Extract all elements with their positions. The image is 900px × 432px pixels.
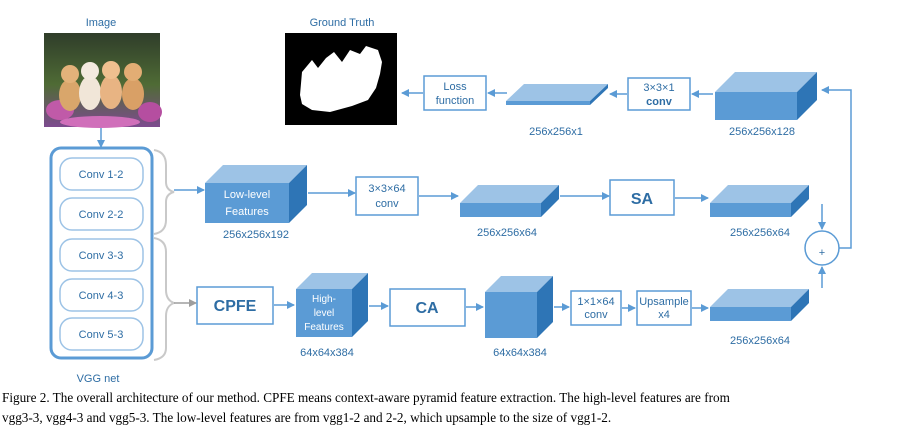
sa-module-box: SA	[609, 179, 675, 216]
vgg-layer-conv-1-2: Conv 1-2	[59, 157, 144, 191]
svg-text:+: +	[819, 247, 825, 259]
svg-text:High-: High-	[312, 294, 336, 305]
dim-high-level: 64x64x384	[300, 347, 354, 359]
svg-text:conv: conv	[375, 198, 399, 210]
dim-ca-output: 64x64x384	[493, 347, 547, 359]
vgg-layer-conv-3-3: Conv 3-3	[59, 238, 144, 272]
ground-truth-mask	[285, 33, 397, 125]
figure-caption: Figure 2. The overall architecture of ou…	[2, 388, 898, 428]
svg-text:Conv 3-3: Conv 3-3	[79, 250, 124, 262]
sa-output-feature-slab	[710, 185, 809, 217]
dim-low-level: 256x256x192	[223, 229, 289, 241]
conv-3x3x64-box: 3×3×64 conv	[355, 176, 419, 216]
svg-text:function: function	[436, 95, 475, 107]
svg-text:Features: Features	[225, 206, 269, 218]
vgg-layer-conv-4-3: Conv 4-3	[59, 278, 144, 312]
svg-text:conv: conv	[646, 96, 673, 108]
vgg-net-title: VGG net	[77, 373, 120, 385]
conv-3x3x1-box: 3×3×1 conv	[627, 77, 691, 111]
fusion-plus-node: +	[804, 230, 840, 266]
svg-text:Conv 5-3: Conv 5-3	[79, 329, 124, 341]
svg-text:conv: conv	[584, 309, 608, 321]
dim-sa-input: 256x256x64	[477, 227, 537, 239]
input-image	[44, 33, 162, 128]
svg-text:Low-level: Low-level	[224, 189, 270, 201]
svg-text:CA: CA	[415, 300, 439, 317]
svg-text:Conv 1-2: Conv 1-2	[79, 169, 124, 181]
svg-text:Conv 4-3: Conv 4-3	[79, 290, 124, 302]
svg-text:CPFE: CPFE	[214, 298, 257, 315]
prediction-map-slab	[506, 84, 608, 105]
dim-fused: 256x256x128	[729, 126, 795, 138]
conv-1x1x64-box: 1×1×64 conv	[570, 290, 622, 326]
loss-function-box: Loss function	[423, 75, 487, 111]
upsample-output-slab	[710, 289, 809, 321]
svg-text:level: level	[314, 308, 335, 319]
ground-truth-label: Ground Truth	[310, 17, 375, 29]
svg-text:Loss: Loss	[443, 81, 467, 93]
low-level-features-cube: Low-level Features	[205, 165, 307, 223]
high-level-features-cube: High- level Features	[296, 273, 368, 337]
vgg-layer-conv-2-2: Conv 2-2	[59, 197, 144, 231]
caption-line-2: vgg3-3, vgg4-3 and vgg5-3. The low-level…	[2, 410, 612, 425]
dim-upsample-output: 256x256x64	[730, 335, 790, 347]
sa-input-feature-slab	[460, 185, 559, 217]
caption-line-1: Figure 2. The overall architecture of ou…	[2, 390, 730, 405]
high-level-brace	[153, 237, 177, 361]
dim-sa-output: 256x256x64	[730, 227, 790, 239]
svg-text:x4: x4	[658, 309, 670, 321]
svg-text:SA: SA	[631, 191, 654, 208]
ca-output-cube	[485, 276, 553, 338]
arrow-plus-to-fused	[821, 86, 852, 249]
ca-module-box: CA	[389, 288, 466, 327]
svg-text:Conv 2-2: Conv 2-2	[79, 209, 124, 221]
fused-feature-cube	[715, 72, 817, 120]
cpfe-module-box: CPFE	[196, 286, 274, 325]
upsample-x4-box: Upsample x4	[636, 290, 692, 326]
low-level-brace	[153, 149, 175, 235]
svg-text:Features: Features	[304, 322, 343, 333]
dim-prediction: 256x256x1	[529, 126, 583, 138]
image-label: Image	[86, 17, 117, 29]
architecture-diagram: Image Conv 1-2 Conv 2-2 Conv 3-3 Conv 4-…	[44, 17, 852, 385]
svg-text:3×3×64: 3×3×64	[368, 183, 405, 195]
vgg-layer-conv-5-3: Conv 5-3	[59, 317, 144, 351]
svg-text:3×3×1: 3×3×1	[643, 82, 674, 94]
svg-text:1×1×64: 1×1×64	[577, 296, 614, 308]
vgg-net-box	[49, 146, 154, 360]
svg-text:Upsample: Upsample	[639, 296, 689, 308]
